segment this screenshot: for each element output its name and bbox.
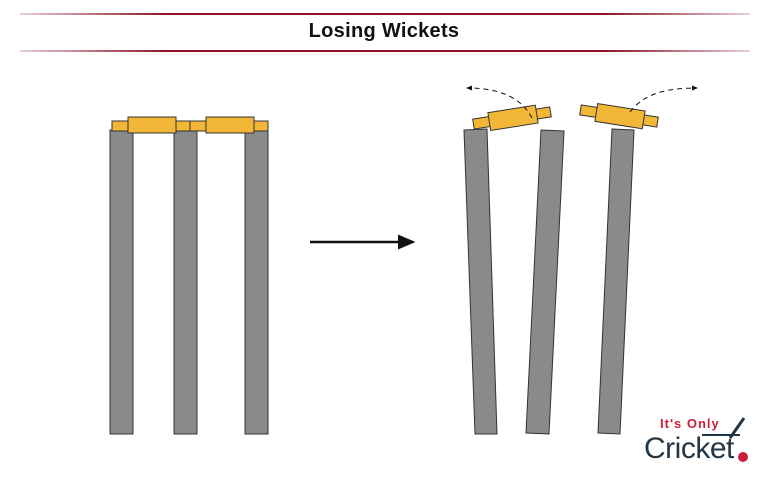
broken-wicket (463, 102, 659, 435)
intact-wicket (109, 116, 269, 435)
stump-left (463, 128, 498, 435)
flight-path-right (629, 85, 698, 113)
stump-middle (525, 129, 565, 435)
bail-flying-right (579, 102, 659, 130)
bat-and-ball-icon (702, 417, 748, 462)
stump-right (244, 129, 269, 435)
flight-path-left (466, 85, 533, 119)
stump-middle (173, 129, 198, 435)
stump-right (597, 128, 635, 435)
page-title: Losing Wickets (308, 20, 460, 42)
title-bottom-rule (20, 50, 750, 52)
bail-flying-left (472, 104, 552, 132)
logo-line2: Cricket (644, 432, 734, 465)
stump-left (109, 129, 134, 435)
bail-left (111, 116, 191, 134)
title-top-rule (20, 13, 750, 15)
logo-line1: It's Only (660, 416, 720, 431)
bail-right (189, 116, 269, 134)
brand-logo: It's Only Cricket (640, 410, 760, 475)
